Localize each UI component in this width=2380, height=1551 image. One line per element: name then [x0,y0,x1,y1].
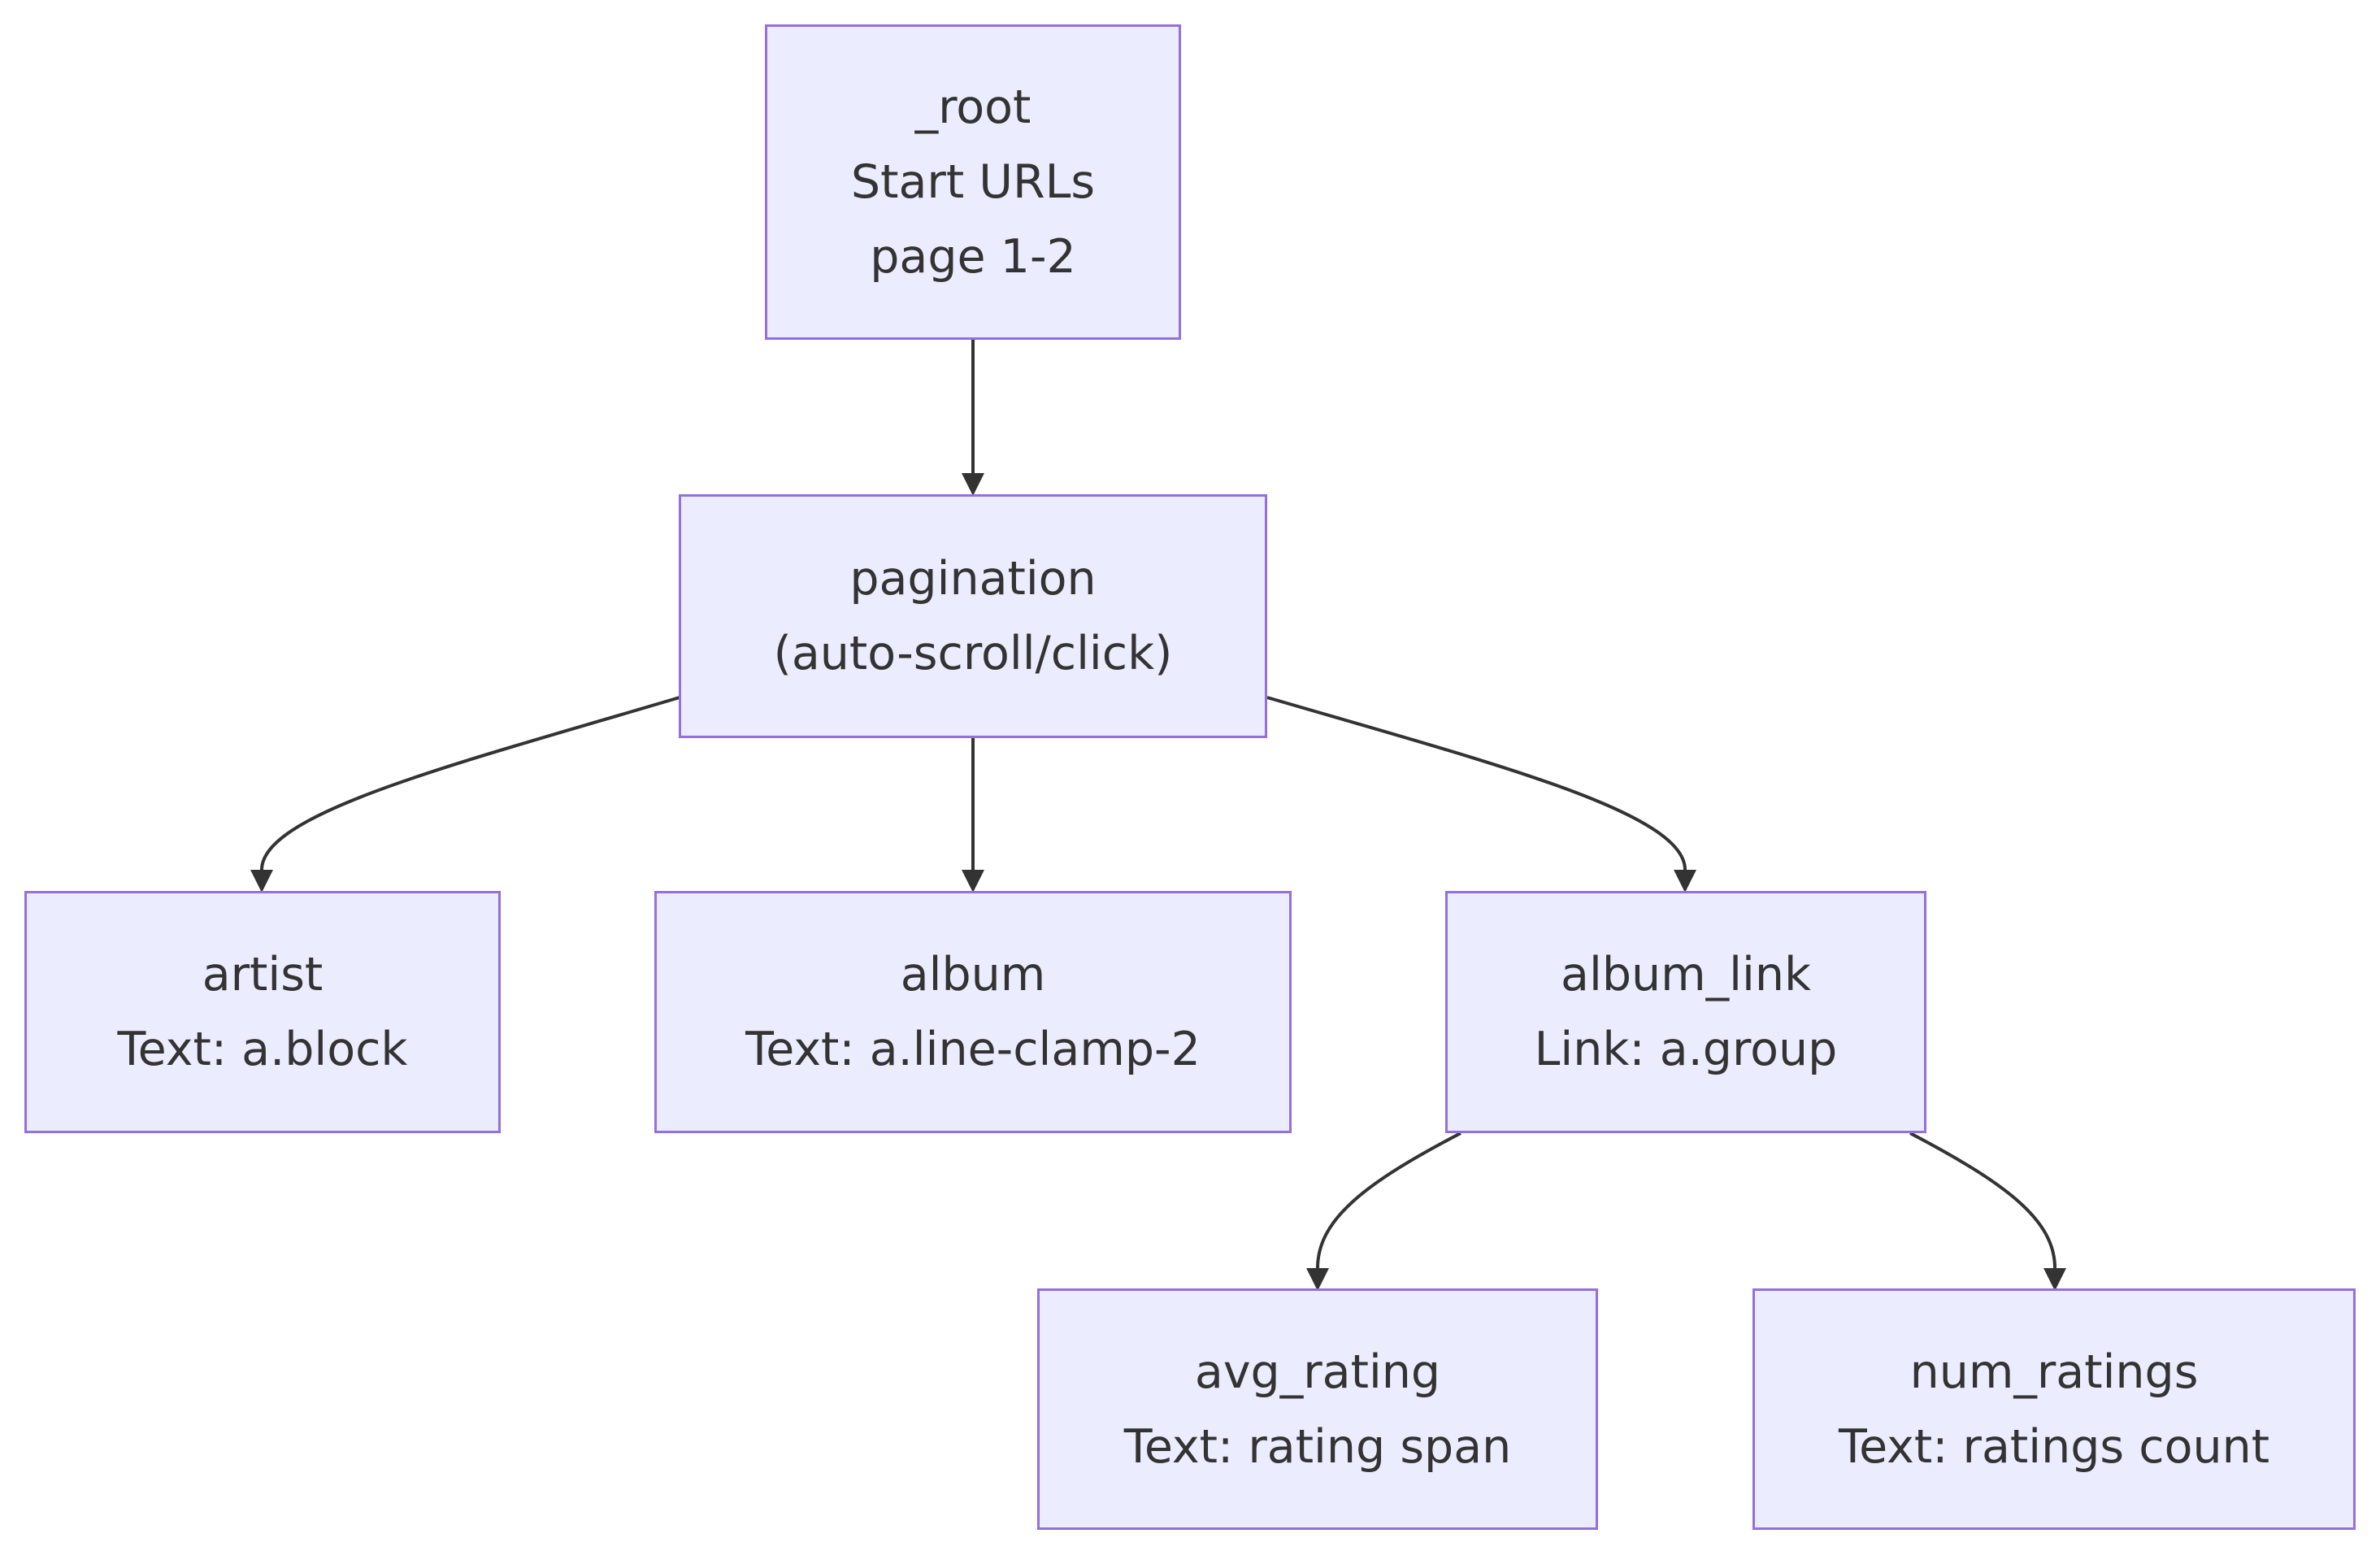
node-num-ratings-line2: Text: ratings count [1838,1419,2270,1474]
node-root-line3: page 1-2 [870,230,1076,284]
node-artist-line2: Text: a.block [117,1023,408,1076]
node-album-link-line2: Link: a.group [1534,1023,1838,1076]
arrowhead-album-link [1674,870,1696,893]
node-root-line2: Start URLs [850,155,1096,209]
edge-album-link-to-avg-rating [1316,1132,1461,1269]
node-album-line2: Text: a.line-clamp-2 [745,1023,1201,1076]
arrowhead-album [962,870,984,893]
node-pagination: pagination (auto-scroll/click) [679,494,1267,738]
node-avg-rating-title: avg_rating [1194,1345,1441,1399]
node-root: _root Start URLs page 1-2 [765,24,1181,340]
edge-album-link-to-num-ratings [1909,1132,2056,1269]
node-avg-rating-line2: Text: rating span [1123,1419,1512,1474]
node-num-ratings-title: num_ratings [1909,1345,2199,1399]
node-artist-title: artist [202,948,324,1001]
arrowhead-avg-rating [1306,1268,1329,1291]
node-album-link: album_link Link: a.group [1445,891,1926,1133]
node-artist: artist Text: a.block [24,891,501,1133]
node-num-ratings: num_ratings Text: ratings count [1752,1288,2356,1530]
node-pagination-line2: (auto-scroll/click) [773,627,1173,680]
node-album-link-title: album_link [1561,948,1811,1001]
node-root-title: _root [914,80,1031,134]
edge-pagination-to-artist [260,696,680,871]
arrowhead-pagination [962,473,984,496]
edge-pagination-to-album-link [1266,696,1687,871]
node-avg-rating: avg_rating Text: rating span [1037,1288,1598,1530]
arrowhead-artist [250,870,273,893]
node-album-title: album [900,948,1046,1001]
node-pagination-title: pagination [849,552,1097,606]
node-album: album Text: a.line-clamp-2 [654,891,1292,1133]
arrowhead-num-ratings [2043,1268,2066,1291]
